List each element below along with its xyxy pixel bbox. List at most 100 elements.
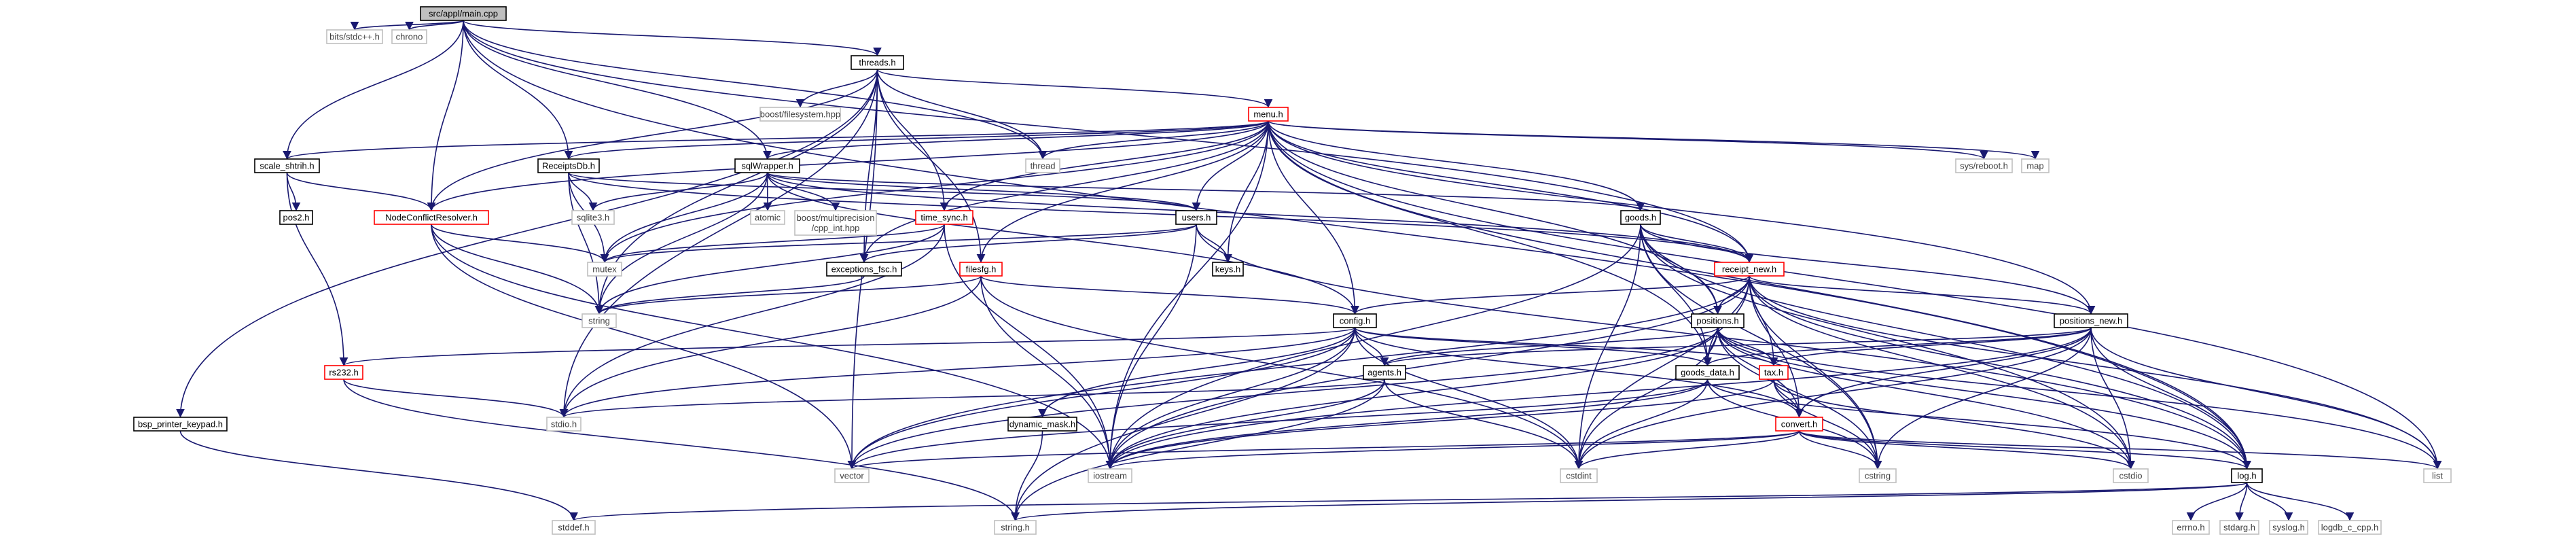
edge-receiptnew-to-convert — [1749, 275, 1804, 418]
node-dynmask[interactable]: dynamic_mask.h — [1007, 417, 1077, 432]
edge-ncr-to-string — [431, 224, 604, 315]
node-label: positions.h — [1696, 316, 1738, 326]
edge-config-to-tax — [1354, 327, 1778, 366]
edge-menu-to-goods — [1268, 120, 1645, 211]
node-box — [734, 158, 800, 173]
node-label: list — [2432, 471, 2443, 481]
node-bspkeypad[interactable]: bsp_printer_keypad.h — [133, 417, 228, 432]
edge-filesfg-to-iostream — [980, 275, 1115, 470]
node-users[interactable]: users.h — [1175, 210, 1217, 225]
node-box — [2231, 468, 2263, 483]
node-label: goods_data.h — [1681, 368, 1734, 378]
edge-positionsnew-to-tax — [1769, 327, 2092, 366]
node-map: map — [2021, 158, 2050, 173]
node-convert[interactable]: convert.h — [1775, 417, 1823, 432]
edge-config-to-stringh — [1011, 327, 1356, 521]
edge-filesfg-to-string — [594, 275, 982, 315]
edge-filesfg-to-stdio — [559, 275, 982, 418]
node-label: agents.h — [1367, 368, 1401, 378]
node-box — [2219, 520, 2259, 535]
node-ncr[interactable]: NodeConflictResolver.h — [374, 210, 489, 225]
node-positions[interactable]: positions.h — [1691, 313, 1745, 328]
edge-receiptsdb-to-users — [568, 172, 1201, 211]
node-tax[interactable]: tax.h — [1759, 365, 1789, 380]
node-vector: vector — [834, 468, 870, 483]
edge-timesync-to-mutex — [600, 224, 945, 263]
edge-config-to-dynmask — [1038, 327, 1356, 418]
node-string: string — [582, 313, 617, 328]
node-keys[interactable]: keys.h — [1212, 262, 1244, 277]
node-stdarg: stdarg.h — [2219, 520, 2259, 535]
node-box — [2021, 158, 2050, 173]
edge-exfsc-to-string — [594, 275, 865, 315]
node-stdio: stdio.h — [546, 417, 582, 432]
edge-positionsnew-to-convert — [1795, 327, 2092, 418]
node-threads[interactable]: threads.h — [851, 55, 904, 70]
node-exfsc[interactable]: exceptions_fsc.h — [826, 262, 902, 277]
node-label: src/appl/main.cpp — [429, 9, 498, 19]
node-label: string — [588, 316, 610, 326]
edge-timesync-to-stdio — [559, 224, 945, 418]
node-timesync[interactable]: time_sync.h — [915, 210, 973, 225]
edge-menu-to-keys — [1223, 120, 1269, 263]
edge-convert-to-log — [1798, 430, 2251, 470]
node-positionsnew[interactable]: positions_new.h — [2054, 313, 2128, 328]
node-pos2[interactable]: pos2.h — [279, 210, 313, 225]
node-box — [750, 210, 785, 225]
edge-menu-to-map — [1268, 120, 2039, 160]
edge-rs232-to-stringh — [343, 379, 1020, 521]
edge-positions-to-cstdio — [1717, 327, 2135, 470]
node-label: goods.h — [1625, 213, 1656, 223]
node-box — [1955, 158, 2013, 173]
node-label: cstring — [1865, 471, 1891, 481]
edge-config-to-rs232 — [340, 327, 1356, 366]
edge-threads-to-menu — [876, 69, 1273, 108]
edge-receiptnew-to-vector — [847, 275, 1750, 470]
node-box — [279, 210, 313, 225]
node-boostfs: boost/filesystem.hpp — [759, 107, 841, 122]
node-agents[interactable]: agents.h — [1363, 365, 1406, 380]
edge-convert-to-cstdio — [1798, 430, 2135, 470]
node-sqlwrapper[interactable]: sqlWrapper.h — [734, 158, 800, 173]
node-log[interactable]: log.h — [2231, 468, 2263, 483]
edge-main-to-threads — [463, 20, 882, 56]
node-box — [1691, 313, 1745, 328]
edge-convert-to-vector — [848, 430, 1800, 470]
node-label: string.h — [1001, 523, 1030, 533]
edge-tax-to-cstdio — [1773, 379, 2135, 470]
node-boostmp: boost/multiprecision/cpp_int.hpp — [794, 210, 877, 236]
node-box — [324, 365, 363, 380]
node-config[interactable]: config.h — [1333, 313, 1377, 328]
node-label: pos2.h — [283, 213, 309, 223]
edge-scale-to-ncr — [286, 172, 436, 211]
node-label: time_sync.h — [920, 213, 967, 223]
edge-receiptnew-to-log — [1749, 275, 2251, 470]
node-label: keys.h — [1215, 264, 1241, 275]
edge-convert-to-iostream — [1106, 430, 1800, 470]
node-main[interactable]: src/appl/main.cpp — [420, 6, 507, 21]
edge-receiptnew-to-positionsnew — [1749, 275, 2096, 315]
node-box — [254, 158, 320, 173]
node-menu[interactable]: menu.h — [1248, 107, 1289, 122]
node-receiptsdb[interactable]: ReceiptsDb.h — [537, 158, 600, 173]
node-label: menu.h — [1253, 109, 1283, 120]
edge-receiptsdb-to-receiptnew — [568, 172, 1754, 263]
edge-agents-to-stdio — [560, 379, 1385, 418]
edge-agents-to-stringh — [1011, 379, 1385, 521]
node-label: threads.h — [859, 58, 895, 68]
node-stddef: stddef.h — [552, 520, 596, 535]
node-goods[interactable]: goods.h — [1620, 210, 1661, 225]
node-receiptnew[interactable]: receipt_new.h — [1714, 262, 1785, 277]
node-scale[interactable]: scale_shtrih.h — [254, 158, 320, 173]
edge-menu-to-log — [1268, 120, 2251, 470]
node-rs232[interactable]: rs232.h — [324, 365, 363, 380]
node-filesfg[interactable]: filesfg.h — [959, 262, 1003, 277]
edge-sqlwrapper-to-sqlite3 — [588, 172, 768, 211]
edge-threads-to-thread — [876, 69, 1048, 160]
node-box — [1620, 210, 1661, 225]
node-goodsdata[interactable]: goods_data.h — [1675, 365, 1740, 380]
edge-positions-to-cstdint — [1574, 327, 1719, 470]
edge-goodsdata-to-vector — [847, 379, 1709, 470]
